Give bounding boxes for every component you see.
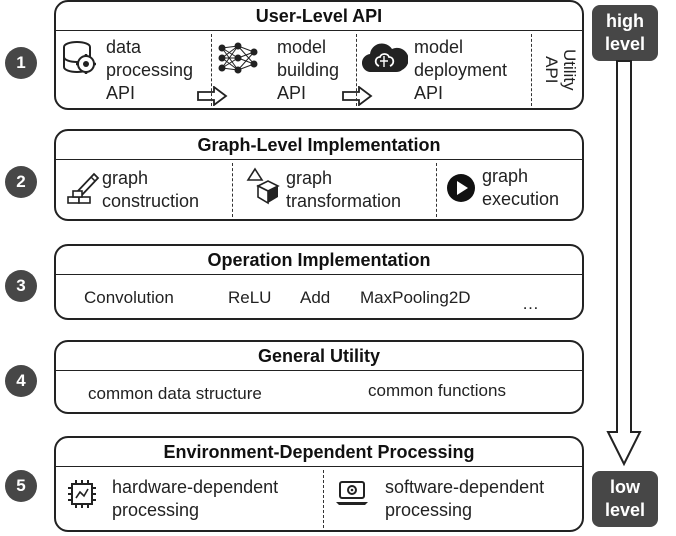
hardware-dependent-processing-label: hardware-dependent processing <box>112 477 279 520</box>
software-dependent-processing-label: software-dependent processing <box>385 477 545 520</box>
gears-database-icon <box>63 41 96 74</box>
graph-execution-label: graph execution <box>482 166 560 209</box>
layer-general-utility: General Utility common data structure co… <box>54 340 584 414</box>
high-level-badge: high level <box>592 5 658 61</box>
utility-api-label: Utility API <box>542 49 579 91</box>
utility-api: Utility API <box>531 32 582 108</box>
layer-2-number: 2 <box>5 166 37 198</box>
layer-environment-dependent-processing: Environment-Dependent Processing hardwar… <box>54 436 584 532</box>
layer-3-title: Operation Implementation <box>56 246 582 275</box>
cube-transform-icon <box>246 167 280 205</box>
layer-graph-level-implementation: Graph-Level Implementation graph constru… <box>54 129 584 221</box>
pencil-bricks-icon <box>67 172 100 204</box>
model-building-api-label: model building API <box>277 37 340 103</box>
layer-1-title: User-Level API <box>56 2 582 31</box>
graph-execution: graph execution <box>436 161 582 219</box>
right-arrow-icon <box>342 86 373 106</box>
layer-2-title: Graph-Level Implementation <box>56 131 582 160</box>
graph-transformation: graph transformation <box>232 161 436 219</box>
hardware-dependent-processing: hardware-dependent processing <box>56 468 323 530</box>
layer-1-number: 1 <box>5 47 37 79</box>
model-building-api: model building API <box>211 32 373 108</box>
chip-icon <box>68 480 96 508</box>
layer-3-number: 3 <box>5 270 37 302</box>
layer-5-title: Environment-Dependent Processing <box>56 438 582 467</box>
right-arrow-icon <box>197 86 228 106</box>
op-relu: ReLU <box>228 288 272 307</box>
data-processing-api: data processing API <box>56 32 228 108</box>
layer-4-title: General Utility <box>56 342 582 371</box>
graph-transformation-label: graph transformation <box>286 168 402 211</box>
high-level-label: high level <box>604 11 646 54</box>
graph-construction-label: graph construction <box>102 168 200 211</box>
neural-network-icon <box>218 42 258 74</box>
model-deployment-api-label: model deployment API <box>414 37 508 103</box>
common-data-structure: common data structure <box>88 384 262 403</box>
cloud-brain-icon <box>362 43 408 73</box>
software-dependent-processing: software-dependent processing <box>323 468 582 530</box>
op-maxpooling2d: MaxPooling2D <box>360 288 471 307</box>
play-circle-icon <box>447 174 475 202</box>
low-level-badge: low level <box>592 471 658 527</box>
low-level-label: low level <box>604 477 646 520</box>
layer-user-level-api: User-Level API data processing API <box>54 0 584 110</box>
layer-5-number: 5 <box>5 470 37 502</box>
common-functions: common functions <box>368 381 506 400</box>
layer-operation-implementation: Operation Implementation Convolution ReL… <box>54 244 584 320</box>
data-processing-api-label: data processing API <box>106 37 194 103</box>
graph-construction: graph construction <box>56 161 232 219</box>
down-arrow-icon <box>606 60 642 467</box>
op-convolution: Convolution <box>84 288 174 307</box>
layer-4-number: 4 <box>5 365 37 397</box>
laptop-gear-icon <box>336 481 368 505</box>
model-deployment-api: model deployment API <box>356 32 531 108</box>
op-add: Add <box>300 288 331 307</box>
op-ellipsis: … <box>522 294 539 313</box>
